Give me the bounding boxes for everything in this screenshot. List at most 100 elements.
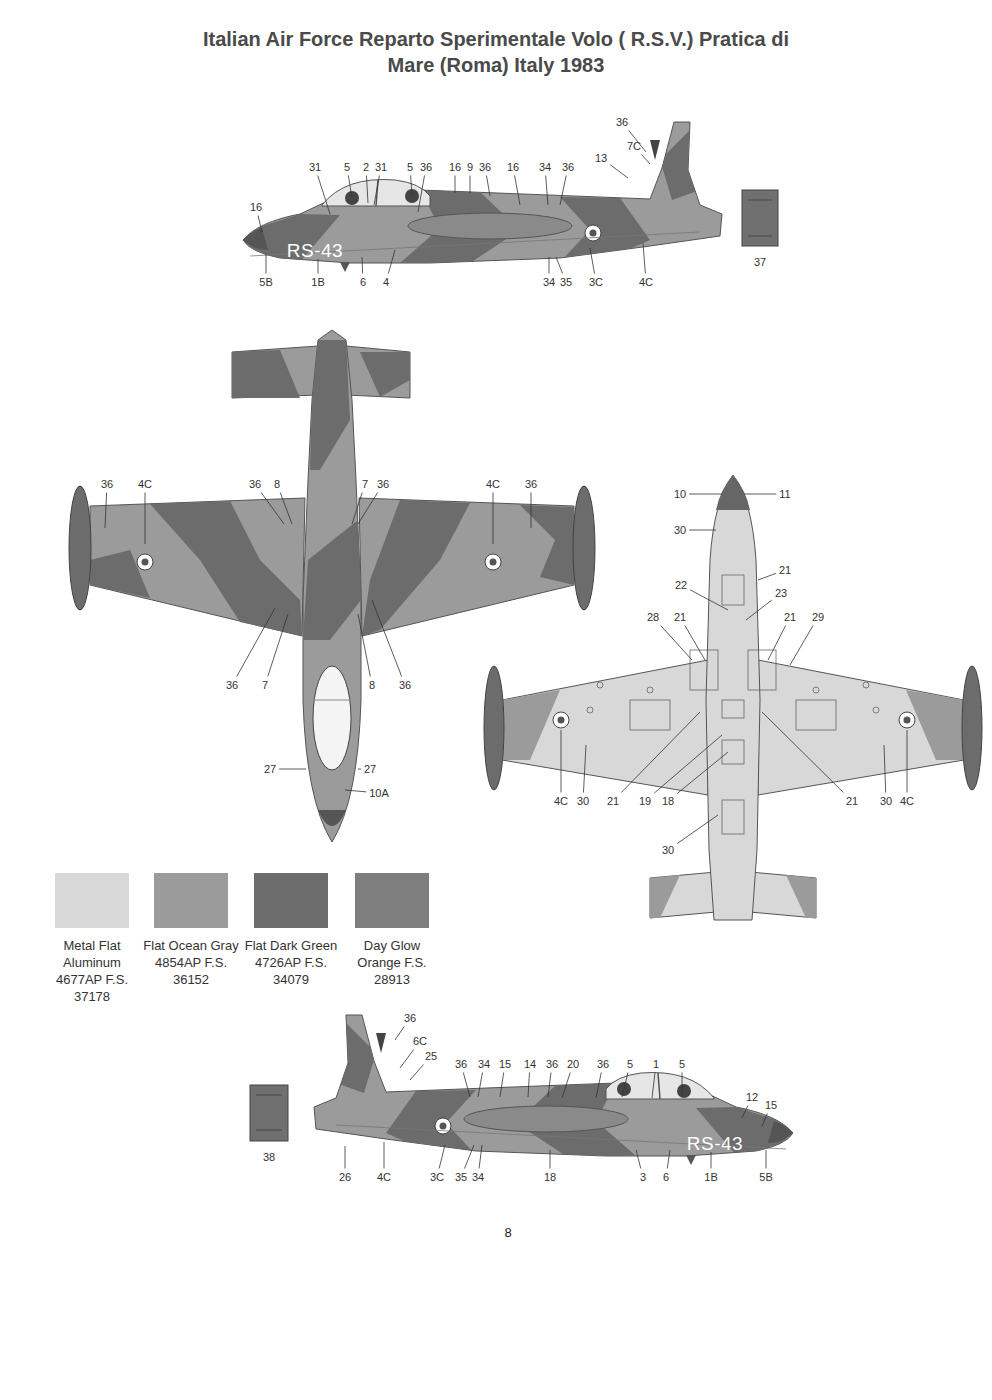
leader-line [145,493,146,545]
leader-line [493,493,494,545]
leader-line [358,614,370,677]
leader-line [596,1073,601,1099]
callout-number: 36 [377,479,389,490]
leader-line [358,493,378,525]
leader-line [261,493,284,525]
callout-number: 34 [478,1059,490,1070]
leader-line [266,254,267,274]
leader-line [372,600,402,677]
leader-line [280,493,292,525]
leader-line [400,1050,414,1069]
leader-line [464,1145,474,1169]
color-swatch [154,873,228,928]
leader-line [418,176,424,213]
leader-line [667,1150,670,1169]
leader-line [410,1065,424,1081]
callout-number: 8 [274,479,280,490]
callout-number: 38 [263,1152,275,1163]
leader-line [762,712,843,793]
callout-number: 4C [138,479,152,490]
callout-number: 30 [577,796,589,807]
leader-line [583,745,586,793]
callout-number: 36 [525,479,537,490]
callout-number: 30 [662,845,674,856]
leader-line [622,1073,628,1098]
leader-line [515,176,520,206]
callout-number: 36 [404,1013,416,1024]
callout-number: 15 [765,1100,777,1111]
callout-number: 1 [653,1059,659,1070]
registration-marking: RS-43 [287,241,343,260]
callout-number: 36 [455,1059,467,1070]
leader-line [384,1142,385,1169]
leader-line [258,216,262,233]
callout-number: 3C [589,277,603,288]
callout-number: 16 [250,202,262,213]
callout-number: 9 [467,162,473,173]
legend-text: Day Glow Orange F.S. 28913 [342,938,442,989]
callout-number: 18 [662,796,674,807]
leader-line [661,626,692,661]
leader-line [643,243,645,274]
callout-number: 11 [779,489,790,500]
leader-line [907,730,908,793]
leader-line [374,176,379,206]
callout-number: 6C [413,1036,427,1047]
registration-marking: RS-43 [687,1134,743,1153]
callout-number: 13 [595,153,607,164]
leader-line [677,815,718,844]
callout-number: 29 [812,612,824,623]
callout-number: 21 [674,612,686,623]
leader-line [610,165,628,178]
leader-line [590,248,595,274]
callout-number: 4C [377,1172,391,1183]
leader-line [345,790,366,792]
leader-line [500,1073,504,1098]
leader-line [358,769,361,770]
callout-number: 36 [562,162,574,173]
leader-line [758,573,776,580]
callout-number: 30 [674,525,686,536]
leader-line [362,257,364,274]
callout-number: 3 [640,1172,646,1183]
callout-number: 16 [507,162,519,173]
callout-number: 4C [486,479,500,490]
callout-number: 27 [264,764,276,775]
callout-number: 25 [425,1051,437,1062]
leader-line [549,257,550,274]
leader-line [768,626,786,661]
leader-line [348,176,352,199]
leader-line [689,530,716,531]
callout-number: 37 [754,257,766,268]
leader-line [690,590,728,610]
callout-number: 31 [309,162,321,173]
callout-number: 14 [524,1059,536,1070]
leader-line [744,494,776,495]
leader-line [762,1114,767,1127]
callout-number: 20 [567,1059,579,1070]
callout-number: 18 [544,1172,556,1183]
callout-number: 36 [226,680,238,691]
leader-line [318,176,330,215]
callout-number: 10 [674,489,686,500]
callout-number: 7 [262,680,268,691]
callout-number: 4C [639,277,653,288]
leader-line [677,752,728,794]
legend-text: Flat Ocean Gray 4854AP F.S. 36152 [141,938,241,989]
leader-line [411,176,412,196]
leader-line [546,176,548,206]
callout-number: 36 [101,479,113,490]
leader-line [105,493,107,529]
callout-number: 36 [399,680,411,691]
color-swatch [55,873,129,928]
leader-line [685,626,705,661]
leader-line [682,1073,683,1098]
callout-number: 28 [647,612,659,623]
leader-line [470,176,471,194]
callout-number: 21 [607,796,619,807]
callout-number: 34 [539,162,551,173]
leader-line [550,1150,551,1169]
leader-line [366,176,368,204]
leader-line [711,1152,712,1169]
callout-number: 4C [554,796,568,807]
